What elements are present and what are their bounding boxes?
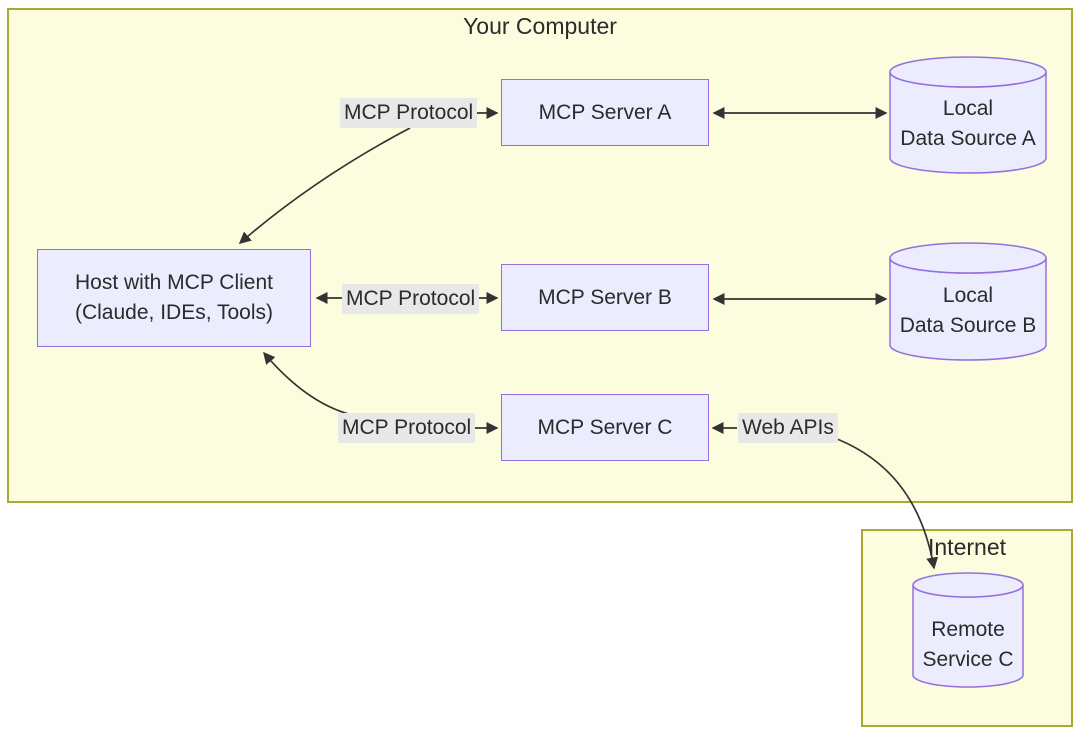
data-source-a-text: Local Data Source A [890,94,1046,154]
host-label-line2: (Claude, IDEs, Tools) [74,301,274,324]
node-host-with-mcp-client: Host with MCP Client (Claude, IDEs, Tool… [37,249,311,347]
mcp-server-b-label: MCP Server B [538,285,672,309]
data-source-b-text: Local Data Source B [890,281,1046,341]
mcp-server-a-label: MCP Server A [538,100,672,124]
data-source-b-line2: Data Source B [899,314,1037,337]
remote-service-c-text: Remote Service C [913,615,1023,675]
data-source-b-line1: Local [942,284,994,307]
data-source-a-line2: Data Source A [900,127,1036,150]
edge-label-web-apis: Web APIs [738,413,838,443]
data-source-a-line1: Local [942,97,994,120]
remote-service-c-line2: Service C [922,648,1014,671]
node-mcp-server-c: MCP Server C [501,394,709,461]
edge-label-mcp-protocol-c: MCP Protocol [338,413,476,443]
your-computer-group-title: Your Computer [463,13,617,39]
internet-group-title: Internet [928,534,1006,560]
edge-label-mcp-protocol-b: MCP Protocol [342,284,480,314]
edge-label-mcp-protocol-a: MCP Protocol [340,98,478,128]
node-mcp-server-a: MCP Server A [501,79,709,146]
remote-service-c-line1: Remote [931,618,1005,641]
mcp-server-c-label: MCP Server C [537,415,673,439]
host-label-line1: Host with MCP Client [74,271,273,294]
node-mcp-server-b: MCP Server B [501,264,709,331]
